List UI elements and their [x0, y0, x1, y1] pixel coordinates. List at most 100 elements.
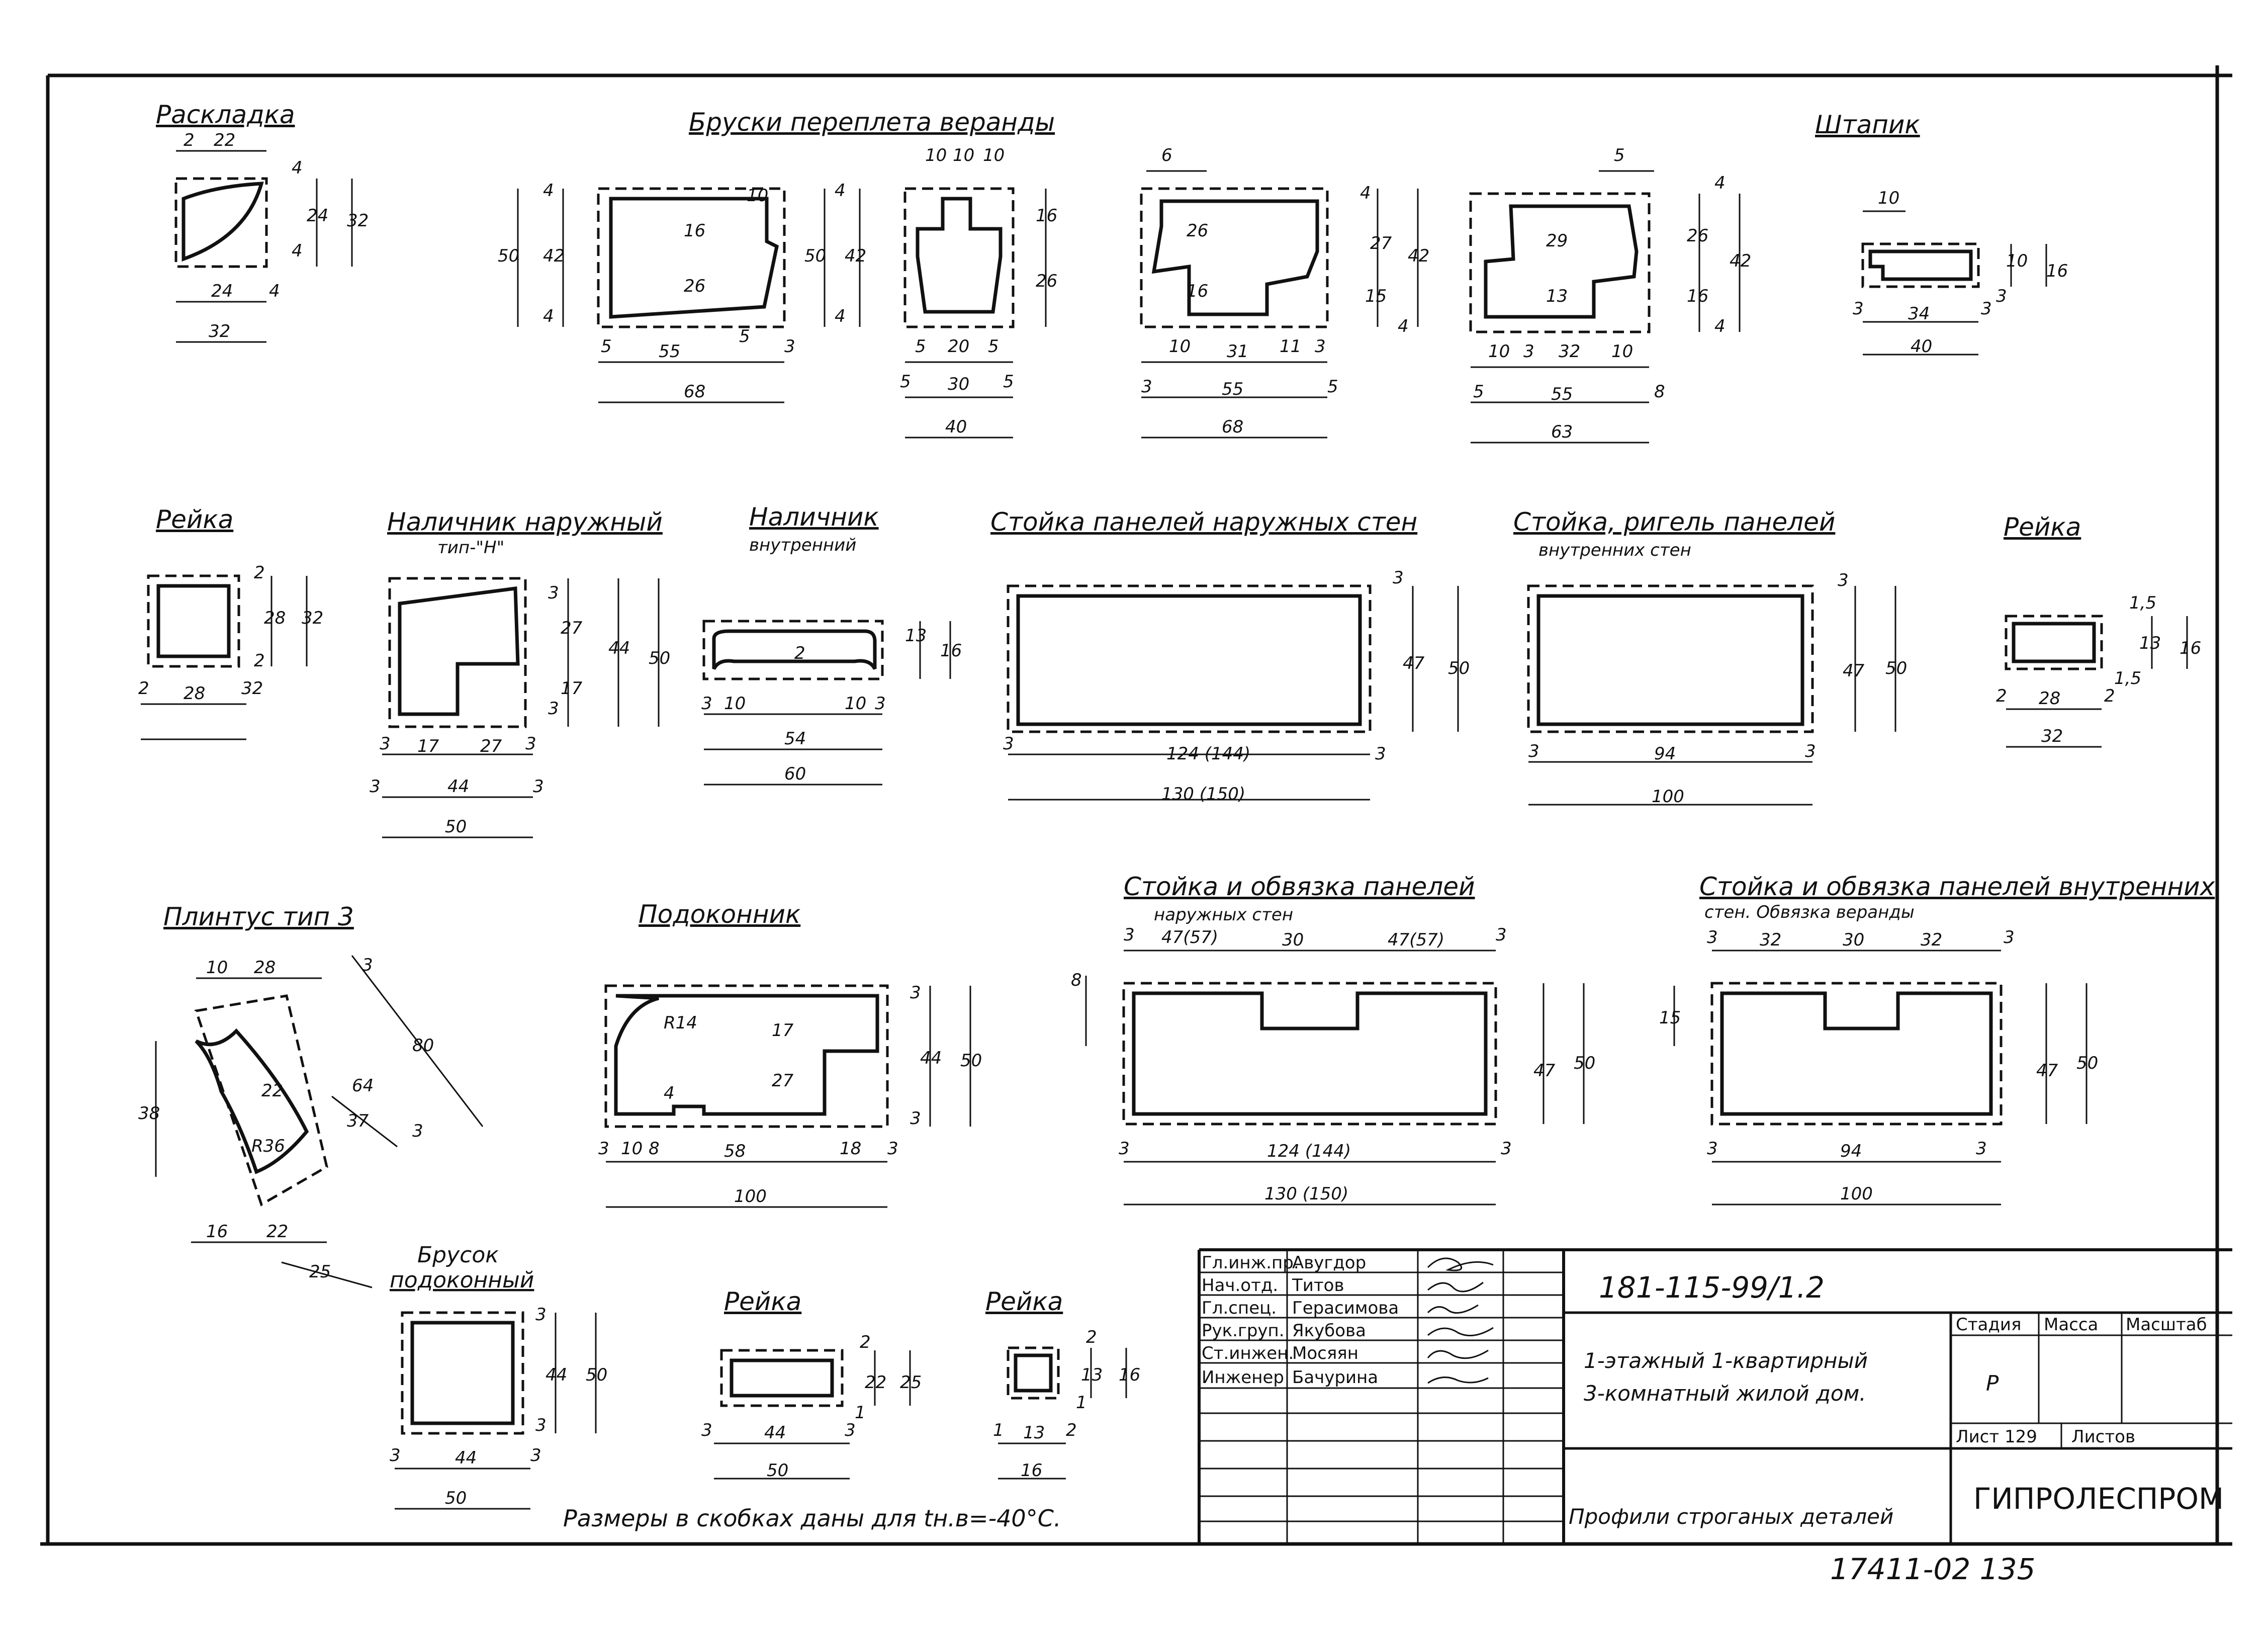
- dimension-label: 4: [292, 241, 303, 261]
- dimension-label: 10: [747, 186, 768, 206]
- dimension-label: 32: [1921, 930, 1942, 950]
- dimension-label: 10: [925, 145, 947, 165]
- dimension-label: 50: [498, 246, 519, 266]
- title-shtapik: Штапик: [1815, 110, 1920, 139]
- dimension-label: 17: [417, 736, 439, 756]
- dimension-label: 68: [684, 382, 705, 402]
- title-bruski: Бруски переплета веранды: [689, 108, 1055, 137]
- dimension-label: 10: [1488, 341, 1510, 362]
- dimension-label: 26: [684, 276, 705, 296]
- dimension-label: 50: [1448, 658, 1470, 678]
- dimension-label: 50: [767, 1460, 788, 1481]
- dimension-label: 28: [264, 608, 286, 628]
- dimension-label: 47(57): [1161, 927, 1218, 948]
- dimension-label: 4: [269, 281, 280, 301]
- dimension-label: 55: [659, 341, 680, 362]
- dimension-label: 3: [390, 1445, 401, 1466]
- dimension-label: 64: [352, 1076, 374, 1096]
- dimension-label: 3: [1124, 925, 1135, 945]
- title-obv-vn-2: стен. Обвязка веранды: [1704, 902, 1915, 922]
- dimension-label: 5: [1614, 145, 1625, 165]
- dimension-label: 10: [724, 694, 746, 714]
- profile-plintus: Плинтус тип 3 10 28 3 80 64 37 38 22 R36…: [138, 902, 484, 1288]
- dimension-label: 16: [1687, 286, 1708, 306]
- title-nalichnik-nar-type: тип-"Н": [437, 538, 504, 558]
- title-stoika-vn-1: Стойка, ригель панелей: [1513, 507, 1835, 537]
- dimension-label: 50: [445, 1488, 467, 1508]
- dimension-label: 22: [865, 1372, 886, 1393]
- role-1: Гл.инж.пр.: [1202, 1253, 1299, 1273]
- dimension-label: 100: [1840, 1184, 1873, 1204]
- profile-reika-3: Рейка 2 22 25 1 3 44 3 50: [701, 1287, 922, 1481]
- dimension-label: 3: [370, 777, 381, 797]
- dimension-label: 50: [1885, 658, 1907, 678]
- stage-value: Р: [1986, 1371, 1999, 1396]
- title-obv-nar-1: Стойка и обвязка панелей: [1124, 872, 1475, 901]
- dimension-label: 2: [1066, 1420, 1077, 1440]
- dimension-label: 130 (150): [1161, 784, 1245, 804]
- dimension-label: 3: [1981, 299, 1992, 319]
- dimension-label: 10: [1611, 341, 1633, 362]
- dimension-label: 124 (144): [1166, 744, 1250, 764]
- dimension-label: 16: [1036, 206, 1057, 226]
- dimension-label: 3: [1501, 1139, 1512, 1159]
- name-3: Герасимова: [1292, 1298, 1399, 1318]
- dimension-label: 47: [1843, 661, 1865, 681]
- profile-stoika-vnutrennikh: Стойка, ригель панелей внутренних стен 3…: [1513, 507, 1907, 807]
- dimension-label: 4: [543, 181, 554, 201]
- dimension-label: 3: [1853, 299, 1864, 319]
- profile-reika-1: Рейка 2 28 32 2 28 2 32: [138, 505, 323, 740]
- dimension-label: 100: [1652, 787, 1684, 807]
- dimension-label: 44: [546, 1365, 567, 1385]
- dimension-label: 16: [2046, 261, 2068, 281]
- title-brusok-1: Брусок: [417, 1242, 499, 1268]
- dimension-label: 3: [887, 1139, 898, 1159]
- dimension-label: 4: [664, 1083, 675, 1103]
- dimension-label: 42: [845, 246, 866, 266]
- dimension-label: 3: [1528, 741, 1539, 761]
- dimension-label: 13: [1546, 286, 1568, 306]
- dimension-label: 11: [1280, 336, 1301, 357]
- dimension-label: R36: [251, 1136, 285, 1156]
- dimension-label: 2: [138, 678, 149, 699]
- dimension-label: 94: [1654, 744, 1676, 764]
- dimension-label: 3: [845, 1420, 856, 1440]
- dimension-label: 31: [1227, 341, 1248, 362]
- dimension-label: 3: [535, 1415, 547, 1435]
- dimension-label: 3: [412, 1121, 423, 1141]
- dimension-label: 44: [455, 1448, 477, 1468]
- dimension-label: 2: [254, 651, 265, 671]
- dimension-label: 40: [945, 417, 967, 437]
- dimension-label: 28: [254, 958, 276, 978]
- name-2: Титов: [1292, 1275, 1344, 1296]
- dimension-label: 27: [1370, 233, 1392, 253]
- title-nalichnik-vn-1: Наличник: [749, 502, 879, 532]
- dimension-label: 44: [608, 638, 630, 658]
- dimension-label: 10: [1878, 188, 1899, 208]
- role-2: Нач.отд.: [1202, 1275, 1278, 1296]
- dimension-label: 50: [2076, 1053, 2098, 1073]
- title-reika-2: Рейка: [2004, 512, 2081, 542]
- dimension-label: 63: [1551, 422, 1573, 442]
- dimension-label: 58: [724, 1141, 746, 1161]
- dimension-label: 2: [794, 643, 805, 663]
- dimension-label: 44: [447, 777, 469, 797]
- dimension-label: 32: [302, 608, 323, 628]
- title-obv-vn-1: Стойка и обвязка панелей внутренних: [1699, 872, 2215, 901]
- dimension-label: 47(57): [1388, 930, 1444, 950]
- project-desc-2: 3-комнатный жилой дом.: [1584, 1381, 1866, 1406]
- name-6: Бачурина: [1292, 1367, 1378, 1388]
- signatures: [1427, 1257, 1494, 1384]
- sheet-number: Лист 129: [1956, 1427, 2037, 1447]
- dimension-label: 18: [840, 1139, 861, 1159]
- profile-brusok-3: 6 26 16 10 31 11 3 3 55 5 68 4 27 42 15 …: [1140, 145, 1429, 439]
- dimension-label: 16: [1119, 1365, 1140, 1385]
- dimension-label: 5: [915, 336, 926, 357]
- dimension-label: 20: [948, 336, 969, 357]
- dimension-label: 8: [1071, 970, 1082, 990]
- dimension-label: 3: [1119, 1139, 1130, 1159]
- dimension-label: 3: [1003, 734, 1014, 754]
- profile-brusok-1: 50 42 4 4 16 26 10 5 55 5 3 68: [498, 181, 795, 403]
- dimension-label: 47: [2036, 1061, 2058, 1081]
- dimension-label: 3: [1496, 925, 1507, 945]
